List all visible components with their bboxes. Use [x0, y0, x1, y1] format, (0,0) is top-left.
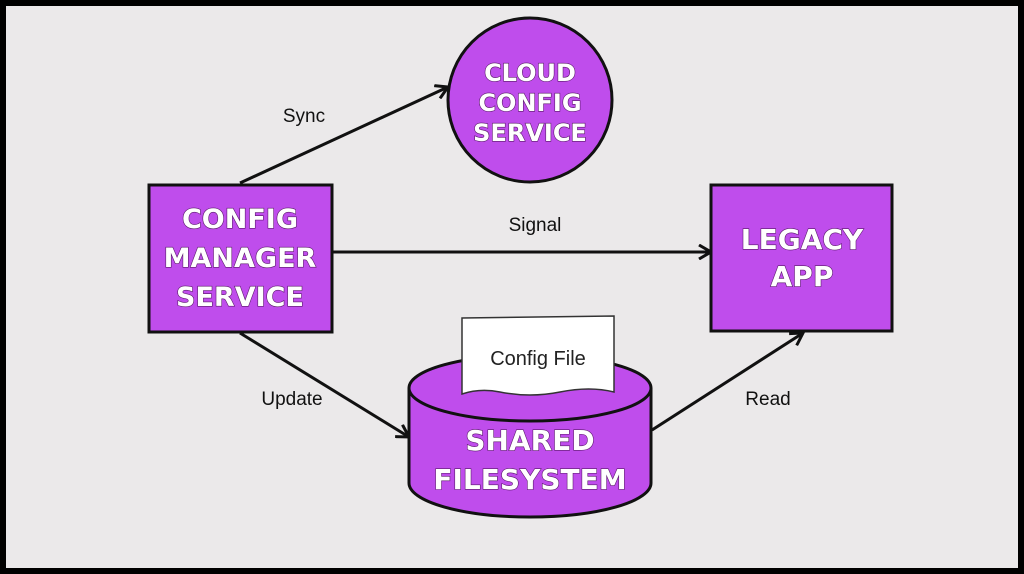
update-arrow: [239, 331, 409, 437]
shared-fs-line-2: FILESYSTEM: [433, 463, 626, 496]
signal-label: Signal: [509, 215, 562, 236]
shared-filesystem-node: SHARED FILESYSTEM: [407, 353, 653, 519]
cloud-config-service-node: CLOUD CONFIG SERVICE: [446, 16, 614, 184]
cloud-node-line-1: CLOUD: [484, 59, 576, 87]
cloud-node-line-2: CONFIG: [478, 89, 581, 117]
config-manager-line-1: CONFIG: [182, 204, 298, 235]
legacy-app-line-1: LEGACY: [741, 223, 864, 256]
sync-arrow: [239, 87, 448, 185]
read-label: Read: [745, 389, 790, 410]
config-manager-line-3: SERVICE: [176, 282, 304, 313]
sync-label: Sync: [283, 106, 325, 127]
cloud-node-line-3: SERVICE: [473, 119, 587, 147]
config-file-document: Config File: [461, 315, 615, 396]
config-manager-service-node: CONFIG MANAGER SERVICE: [147, 183, 334, 334]
shared-fs-line-1: SHARED: [465, 424, 594, 457]
read-arrow: [651, 333, 803, 432]
legacy-app-line-2: APP: [771, 260, 834, 293]
config-file-label: Config File: [490, 348, 586, 370]
update-label: Update: [261, 389, 322, 410]
legacy-app-node: LEGACY APP: [709, 183, 894, 333]
config-manager-line-2: MANAGER: [164, 243, 317, 274]
